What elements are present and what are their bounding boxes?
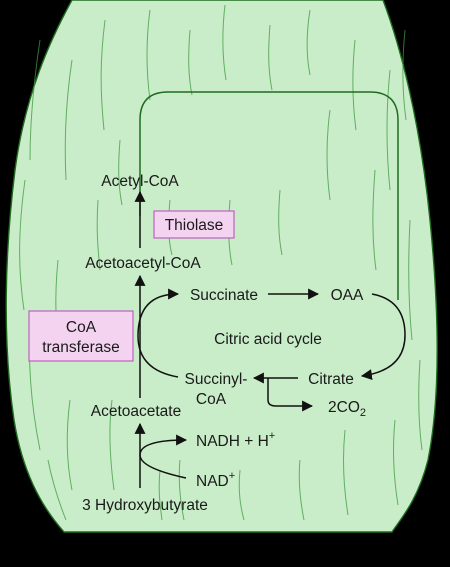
succinyl-coa-label-line2: CoA [196, 391, 227, 408]
nadh-main: NADH + H [196, 433, 269, 450]
acetylcoa-to-oaa-loop [139, 91, 399, 300]
thiolase-box [153, 210, 235, 239]
succinyl-coa-label-line1: Succinyl- [185, 371, 248, 388]
citric-acid-cycle-label: Citric acid cycle [214, 331, 322, 348]
acetyl-coa-label: Acetyl-CoA [101, 173, 179, 190]
cell-body [5, 0, 438, 533]
acetoacetyl-coa-label: Acetoacetyl-CoA [85, 255, 201, 272]
co2-main: 2CO [328, 399, 360, 416]
coa-transferase-label-line1: CoA [66, 319, 97, 336]
cycle-left-arc [137, 288, 180, 378]
co2-label: 2CO2 [328, 399, 366, 419]
nad-cofactor-curve [139, 434, 188, 479]
citrate-label: Citrate [308, 371, 354, 388]
oaa-label: OAA [331, 287, 364, 304]
nad-superscript: + [229, 470, 235, 482]
cycle-right-arc [360, 293, 406, 381]
coa-transferase-label-line2: transferase [42, 339, 120, 356]
thiolase-label: Thiolase [165, 217, 224, 234]
acetoacetate-label: Acetoacetate [91, 403, 181, 420]
nad-main: NAD [196, 473, 229, 490]
nadh-label: NADH + H+ [196, 430, 275, 450]
succinate-label: Succinate [190, 287, 258, 304]
hydroxybutyrate-label: 3 Hydroxybutyrate [82, 497, 208, 514]
nad-label: NAD+ [196, 470, 235, 490]
co2-subscript: 2 [360, 407, 366, 419]
coa-transferase-box [28, 310, 134, 362]
nadh-superscript: + [269, 430, 275, 442]
arrow-to-co2 [267, 378, 314, 412]
